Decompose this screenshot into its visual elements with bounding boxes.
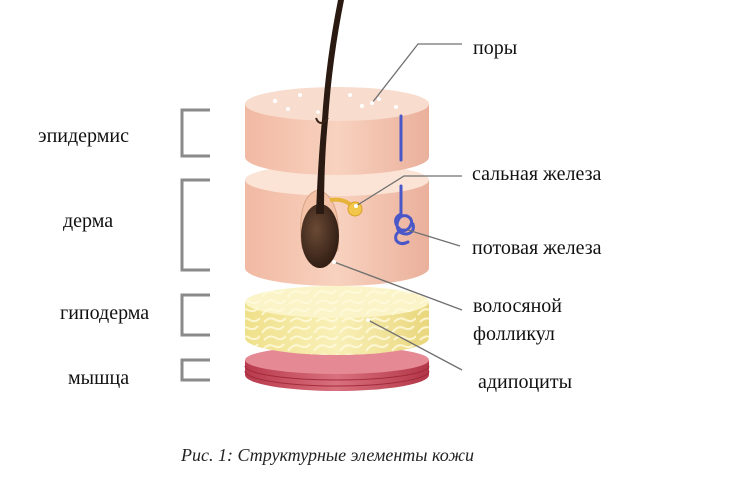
label-sebaceous-gland: сальная железа xyxy=(472,163,602,185)
label-hypodermis: гиподерма xyxy=(60,302,150,324)
leader-sweat xyxy=(407,229,461,247)
leader-pores xyxy=(371,43,462,104)
label-hair-follicle-line2: фолликул xyxy=(473,323,555,345)
bracket-dermis xyxy=(180,178,210,272)
muscle-layer xyxy=(244,346,430,391)
epidermis-layer xyxy=(245,87,429,175)
pores xyxy=(272,93,398,114)
figure-caption: Рис. 1: Структурные элементы кожи xyxy=(180,445,475,465)
leader-follicle xyxy=(333,261,463,311)
label-muscle: мышца xyxy=(68,367,130,389)
leader-adipocytes xyxy=(367,319,463,371)
label-hair-follicle-line1: волосяной xyxy=(473,295,563,317)
hair-follicle xyxy=(300,189,340,268)
leader-dots xyxy=(332,101,374,322)
hair-shaft xyxy=(315,0,344,214)
sweat-gland xyxy=(394,114,415,246)
label-dermis: дерма xyxy=(63,210,114,232)
label-pores: поры xyxy=(473,37,518,59)
label-adipocytes: адипоциты xyxy=(478,371,573,393)
bracket-muscle xyxy=(180,358,210,382)
label-sweat-gland: потовая железа xyxy=(472,237,602,259)
sebaceous-gland xyxy=(329,197,363,217)
bracket-hypodermis xyxy=(180,293,210,337)
leader-sebaceous xyxy=(355,175,462,207)
bracket-epidermis xyxy=(180,108,210,158)
leader-lines xyxy=(333,43,463,371)
label-epidermis: эпидермис xyxy=(38,125,129,147)
hypodermis-layer xyxy=(245,286,429,355)
